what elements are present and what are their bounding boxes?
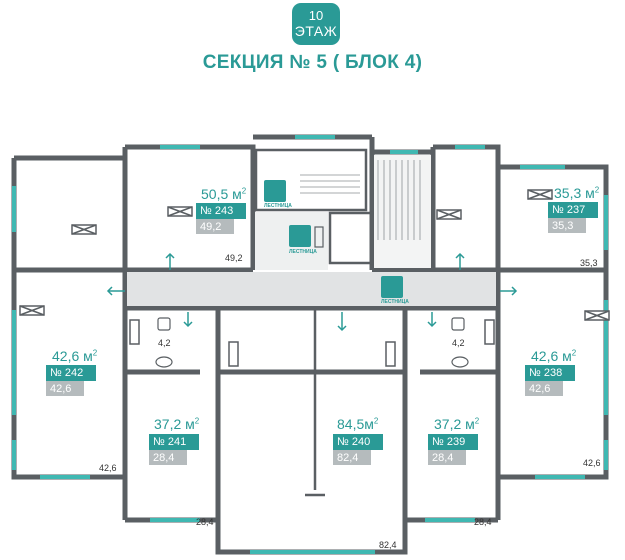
apartment-239-card[interactable]: № 239 28,4 xyxy=(428,434,478,465)
apartment-238-card[interactable]: № 238 42,6 xyxy=(525,365,575,396)
apartment-living-area: 35,3 xyxy=(548,218,586,233)
apartment-number: № 240 xyxy=(333,434,383,450)
floor-badge: 10 ЭТАЖ xyxy=(292,3,340,45)
stairs-label: ЛЕСТНИЦА xyxy=(381,299,409,305)
stairs-label: ЛЕСТНИЦА xyxy=(264,203,292,209)
apartment-number: № 243 xyxy=(196,203,246,219)
stairs-icon xyxy=(264,180,286,202)
bathroom-area: 4,2 xyxy=(158,338,171,348)
apartment-242-area: 42,6 м2 xyxy=(52,348,98,364)
room-area: 42,6 xyxy=(99,463,117,473)
stairs-icon xyxy=(381,276,403,298)
apartment-living-area: 42,6 xyxy=(46,381,84,396)
apartment-living-area: 49,2 xyxy=(196,219,234,234)
stairs-label: ЛЕСТНИЦА xyxy=(289,249,317,255)
room-area: 35,3 xyxy=(580,258,598,268)
apartment-238-area: 42,6 м2 xyxy=(531,348,577,364)
apartment-living-area: 82,4 xyxy=(333,450,371,465)
apartment-242-card[interactable]: № 242 42,6 xyxy=(46,365,96,396)
floor-number: 10 xyxy=(308,8,324,23)
room-area: 82,4 xyxy=(379,540,397,550)
stairs-icon xyxy=(289,225,311,247)
apartment-241-card[interactable]: № 241 28,4 xyxy=(149,434,199,465)
apartment-239-area: 37,2 м2 xyxy=(434,416,480,432)
room-area: 28,4 xyxy=(474,517,492,527)
room-area: 49,2 xyxy=(225,253,243,263)
apartment-237-area: 35,3 м2 xyxy=(554,185,600,201)
apartment-number: № 238 xyxy=(525,365,575,381)
corridor xyxy=(127,272,496,306)
floor-word: ЭТАЖ xyxy=(294,23,338,39)
apartment-living-area: 28,4 xyxy=(149,450,187,465)
apartment-number: № 241 xyxy=(149,434,199,450)
apartment-number: № 237 xyxy=(548,202,598,218)
wall xyxy=(11,158,125,480)
apartment-241-area: 37,2 м2 xyxy=(154,416,200,432)
section-title: СЕКЦИЯ № 5 ( БЛОК 4) xyxy=(202,52,423,73)
bathroom-area: 4,2 xyxy=(452,338,465,348)
apartment-number: № 242 xyxy=(46,365,96,381)
apartment-243-card[interactable]: № 243 49,2 xyxy=(196,203,246,234)
apartment-living-area: 28,4 xyxy=(428,450,466,465)
apartment-243-area: 50,5 м2 xyxy=(201,186,247,202)
apartment-number: № 239 xyxy=(428,434,478,450)
room-area: 28,4 xyxy=(196,517,214,527)
apartment-240-card[interactable]: № 240 82,4 xyxy=(333,434,383,465)
apartment-237-card[interactable]: № 237 35,3 xyxy=(548,202,598,233)
apartment-living-area: 42,6 xyxy=(525,381,563,396)
apartment-240-area: 84,5м2 xyxy=(337,416,379,432)
room-area: 42,6 xyxy=(583,458,601,468)
